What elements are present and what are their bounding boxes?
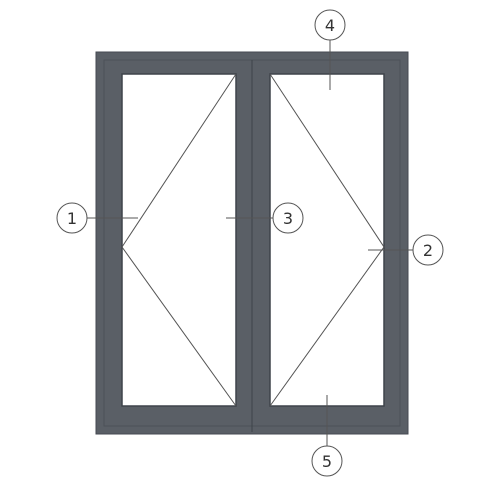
- callout-4-label: 4: [325, 16, 335, 35]
- callout-1-label: 1: [67, 209, 77, 228]
- callout-5-circle: [311, 445, 343, 477]
- callout-5: 5: [311, 395, 343, 477]
- callout-4: 4: [314, 9, 346, 90]
- callout-1-circle: [56, 202, 88, 234]
- left-opening-indicator: [121, 73, 237, 407]
- left-glass-pane: [121, 73, 237, 407]
- callout-2: 2: [368, 234, 444, 266]
- callout-2-label: 2: [423, 241, 433, 260]
- callout-3: 3: [226, 202, 304, 234]
- right-opening-indicator: [269, 73, 385, 407]
- callout-2-circle: [412, 234, 444, 266]
- callout-3-circle: [272, 202, 304, 234]
- callout-1: 1: [56, 202, 138, 234]
- callout-4-circle: [314, 9, 346, 41]
- callout-3-label: 3: [283, 209, 293, 228]
- callout-5-label: 5: [322, 452, 332, 471]
- right-glass-pane: [269, 73, 385, 407]
